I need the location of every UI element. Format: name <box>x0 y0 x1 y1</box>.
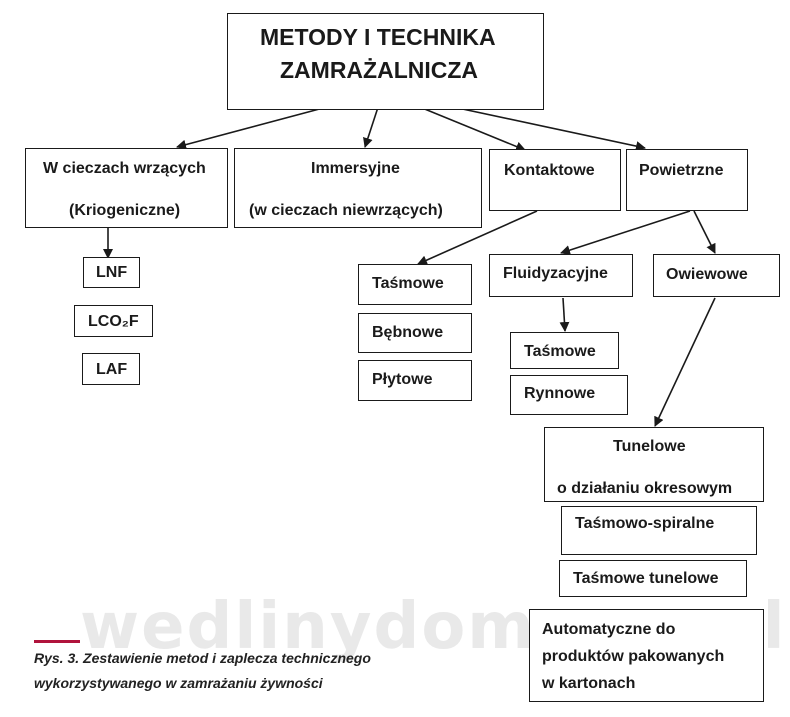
periodic-operation-label: o działaniu okresowym <box>557 480 733 497</box>
root-box: METODY I TECHNIKA ZAMRAŻALNICZA <box>227 13 544 110</box>
automatic-box: Automatyczne do produktów pakowanych w k… <box>529 609 764 702</box>
trough-box: Rynnowe <box>510 375 628 415</box>
spiral-belt-label: Taśmowo-spiralne <box>575 515 715 532</box>
trough-label: Rynnowe <box>524 385 596 402</box>
arrow-fluid-to-tasmowe <box>559 297 570 332</box>
contact-label: Kontaktowe <box>504 162 595 179</box>
immersion-box: Immersyjne (w cieczach niewrzących) <box>234 148 482 228</box>
cryogenic-label: (Kriogeniczne) <box>69 202 181 219</box>
contact-belt-box: Taśmowe <box>358 264 472 305</box>
caption-accent-bar <box>34 640 80 643</box>
plate-box: Płytowe <box>358 360 472 401</box>
blast-label: Owiewowe <box>666 266 748 283</box>
air-box: Powietrzne <box>626 149 748 211</box>
arrow-blast-to-tunnel <box>654 297 716 427</box>
drum-label: Bębnowe <box>372 324 444 341</box>
lco2f-label: LCO₂F <box>88 313 139 330</box>
fluidization-box: Fluidyzacyjne <box>489 254 633 297</box>
immersion-label: Immersyjne <box>311 160 400 177</box>
lnf-box: LNF <box>83 257 140 288</box>
plate-label: Płytowe <box>372 371 433 388</box>
boiling-liquids-box: W cieczach wrzących (Kriogeniczne) <box>25 148 228 228</box>
tunnel-belt-box: Taśmowe tunelowe <box>559 560 747 597</box>
root-title-line1: METODY I TECHNIKA <box>260 24 496 50</box>
arrow-air-to-blast <box>693 210 716 254</box>
tunnel-label: Tunelowe <box>613 438 686 455</box>
spiral-belt-box: Taśmowo-spiralne <box>561 506 757 555</box>
fluidization-label: Fluidyzacyjne <box>503 265 608 282</box>
blast-box: Owiewowe <box>653 254 780 297</box>
drum-box: Bębnowe <box>358 313 472 353</box>
figure-caption-line2: wykorzystywanego w zamrażaniu żywności <box>34 675 323 691</box>
automatic-line2: produktów pakowanych <box>542 648 725 665</box>
root-title-line2: ZAMRAŻALNICZA <box>280 57 479 83</box>
contact-box: Kontaktowe <box>489 149 621 211</box>
figure-caption-line1: Rys. 3. Zestawienie metod i zaplecza tec… <box>34 650 371 666</box>
automatic-line3: w kartonach <box>542 675 636 692</box>
tunnel-belt-label: Taśmowe tunelowe <box>573 570 719 587</box>
automatic-line1: Automatyczne do <box>542 621 676 638</box>
boiling-liquids-label: W cieczach wrzących <box>43 160 206 177</box>
tunnel-box: Tunelowe o działaniu okresowym <box>544 427 764 502</box>
contact-belt-label: Taśmowe <box>372 275 444 292</box>
fluid-belt-label: Taśmowe <box>524 343 596 360</box>
fluid-belt-box: Taśmowe <box>510 332 619 369</box>
laf-box: LAF <box>82 353 140 385</box>
arrow-contact-to-tasmowe <box>417 210 538 265</box>
lco2f-box: LCO₂F <box>74 305 153 337</box>
lnf-label: LNF <box>96 264 128 281</box>
laf-label: LAF <box>96 361 128 378</box>
air-label: Powietrzne <box>639 162 724 179</box>
arrow-air-to-fluid <box>560 210 691 255</box>
non-boiling-liquids-label: (w cieczach niewrzących) <box>249 202 443 219</box>
